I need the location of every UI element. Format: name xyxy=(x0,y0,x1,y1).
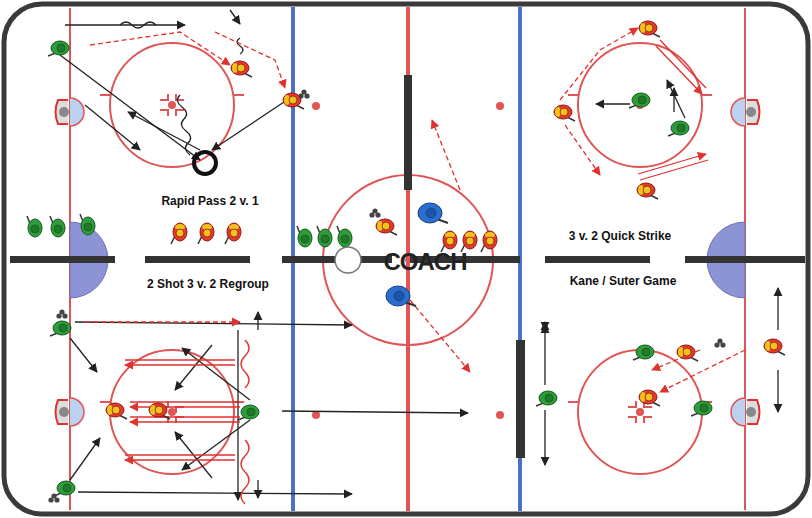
watermark-logo: COACH xyxy=(381,247,470,277)
drill-label: 3 v. 2 Quick Strike xyxy=(566,228,675,244)
drill-label: 2 Shot 3 v. 2 Regroup xyxy=(144,276,272,292)
drill-label: Kane / Suter Game xyxy=(567,273,680,289)
drill-label: Rapid Pass 2 v. 1 xyxy=(158,193,261,209)
